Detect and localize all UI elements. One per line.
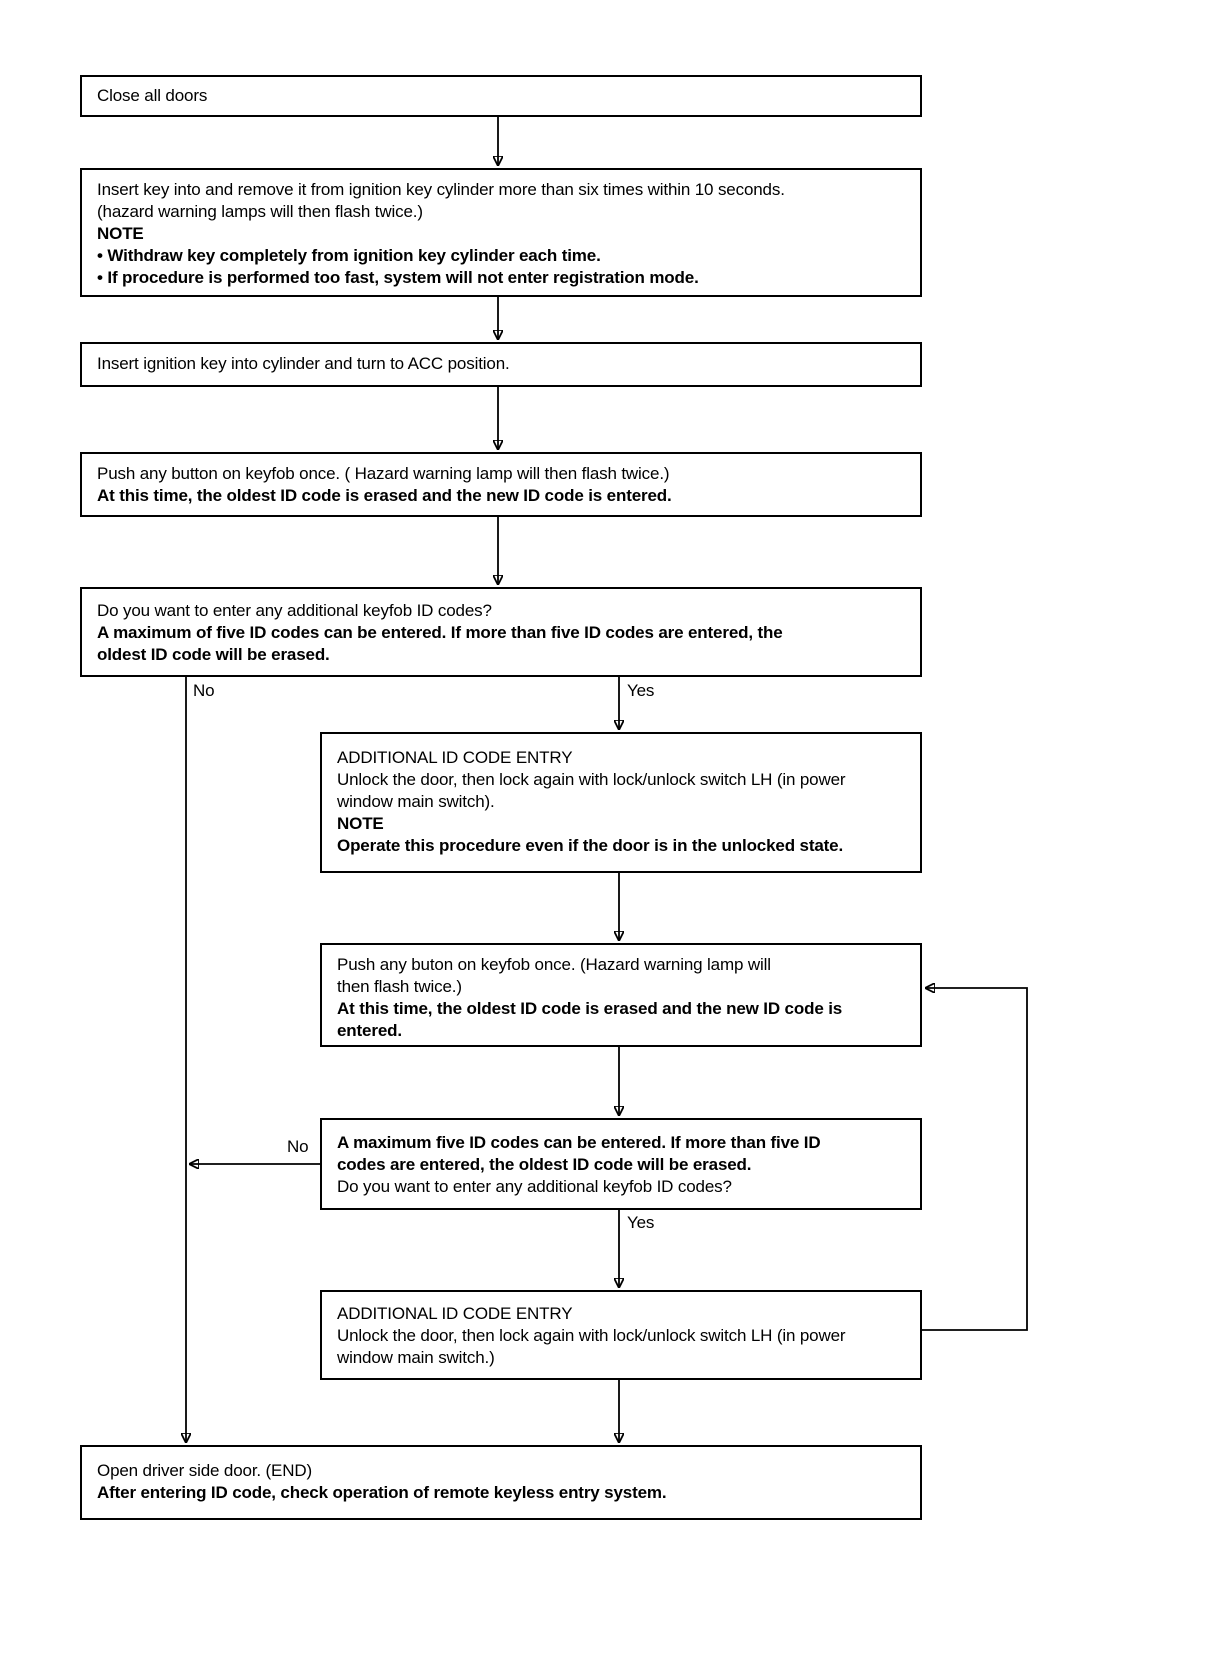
box-text-line: ADDITIONAL ID CODE ENTRY — [337, 1304, 573, 1323]
box-text-line: • If procedure is performed too fast, sy… — [97, 268, 699, 287]
branch-label-no-2: No — [287, 1137, 309, 1156]
box-text-line: NOTE — [337, 814, 384, 833]
branch-label-yes-2: Yes — [627, 1213, 655, 1232]
box-text-line: A maximum five ID codes can be entered. … — [337, 1133, 821, 1152]
box-text-line: NOTE — [97, 224, 144, 243]
box-text-line: oldest ID code will be erased. — [97, 645, 330, 664]
box-text-line: Close all doors — [97, 86, 208, 105]
branch-label-yes-1: Yes — [627, 681, 655, 700]
box-text-line: then flash twice.) — [337, 977, 462, 996]
box-text-line: Open driver side door. (END) — [97, 1461, 312, 1480]
box-text-line: At this time, the oldest ID code is eras… — [337, 999, 843, 1018]
box-text-line: Push any button on keyfob once. ( Hazard… — [97, 464, 670, 483]
box-text-line: entered. — [337, 1021, 402, 1040]
box-text-line: Do you want to enter any additional keyf… — [97, 601, 492, 620]
box-text-line: After entering ID code, check operation … — [97, 1483, 667, 1502]
flow-box-open-driver-door-end: Open driver side door. (END) After enter… — [80, 1445, 922, 1520]
box-text-line: Do you want to enter any additional keyf… — [337, 1177, 732, 1196]
box-text-line: Operate this procedure even if the door … — [337, 836, 844, 855]
branch-label-no-1: No — [193, 681, 215, 700]
flow-box-additional-id-code-entry-1: ADDITIONAL ID CODE ENTRY Unlock the door… — [320, 732, 922, 873]
flow-box-push-keyfob-button-2: Push any buton on keyfob once. (Hazard w… — [320, 943, 922, 1047]
box-text-line: At this time, the oldest ID code is eras… — [97, 486, 672, 505]
box-text-line: window main switch). — [337, 792, 495, 811]
flow-box-push-keyfob-button: Push any button on keyfob once. ( Hazard… — [80, 452, 922, 517]
box-text-line: Insert key into and remove it from ignit… — [97, 180, 785, 199]
box-text-line: A maximum of five ID codes can be entere… — [97, 623, 783, 642]
flow-box-additional-id-code-entry-2: ADDITIONAL ID CODE ENTRY Unlock the door… — [320, 1290, 922, 1380]
flow-box-turn-to-acc: Insert ignition key into cylinder and tu… — [80, 342, 922, 387]
flow-box-close-all-doors: Close all doors — [80, 75, 922, 117]
box-text-line: Unlock the door, then lock again with lo… — [337, 770, 846, 789]
flow-box-additional-codes-question-2: A maximum five ID codes can be entered. … — [320, 1118, 922, 1210]
flow-box-insert-remove-key: Insert key into and remove it from ignit… — [80, 168, 922, 297]
box-text-line: Unlock the door, then lock again with lo… — [337, 1326, 846, 1345]
box-text-line: (hazard warning lamps will then flash tw… — [97, 202, 423, 221]
box-text-line: Push any buton on keyfob once. (Hazard w… — [337, 955, 771, 974]
box-text-line: codes are entered, the oldest ID code wi… — [337, 1155, 752, 1174]
box-text-line: • Withdraw key completely from ignition … — [97, 246, 601, 265]
connector-repeat-loop — [922, 988, 1028, 1331]
box-text-line: ADDITIONAL ID CODE ENTRY — [337, 748, 573, 767]
box-text-line: Insert ignition key into cylinder and tu… — [97, 354, 510, 373]
box-text-line: window main switch.) — [337, 1348, 495, 1367]
flow-box-additional-codes-question: Do you want to enter any additional keyf… — [80, 587, 922, 677]
